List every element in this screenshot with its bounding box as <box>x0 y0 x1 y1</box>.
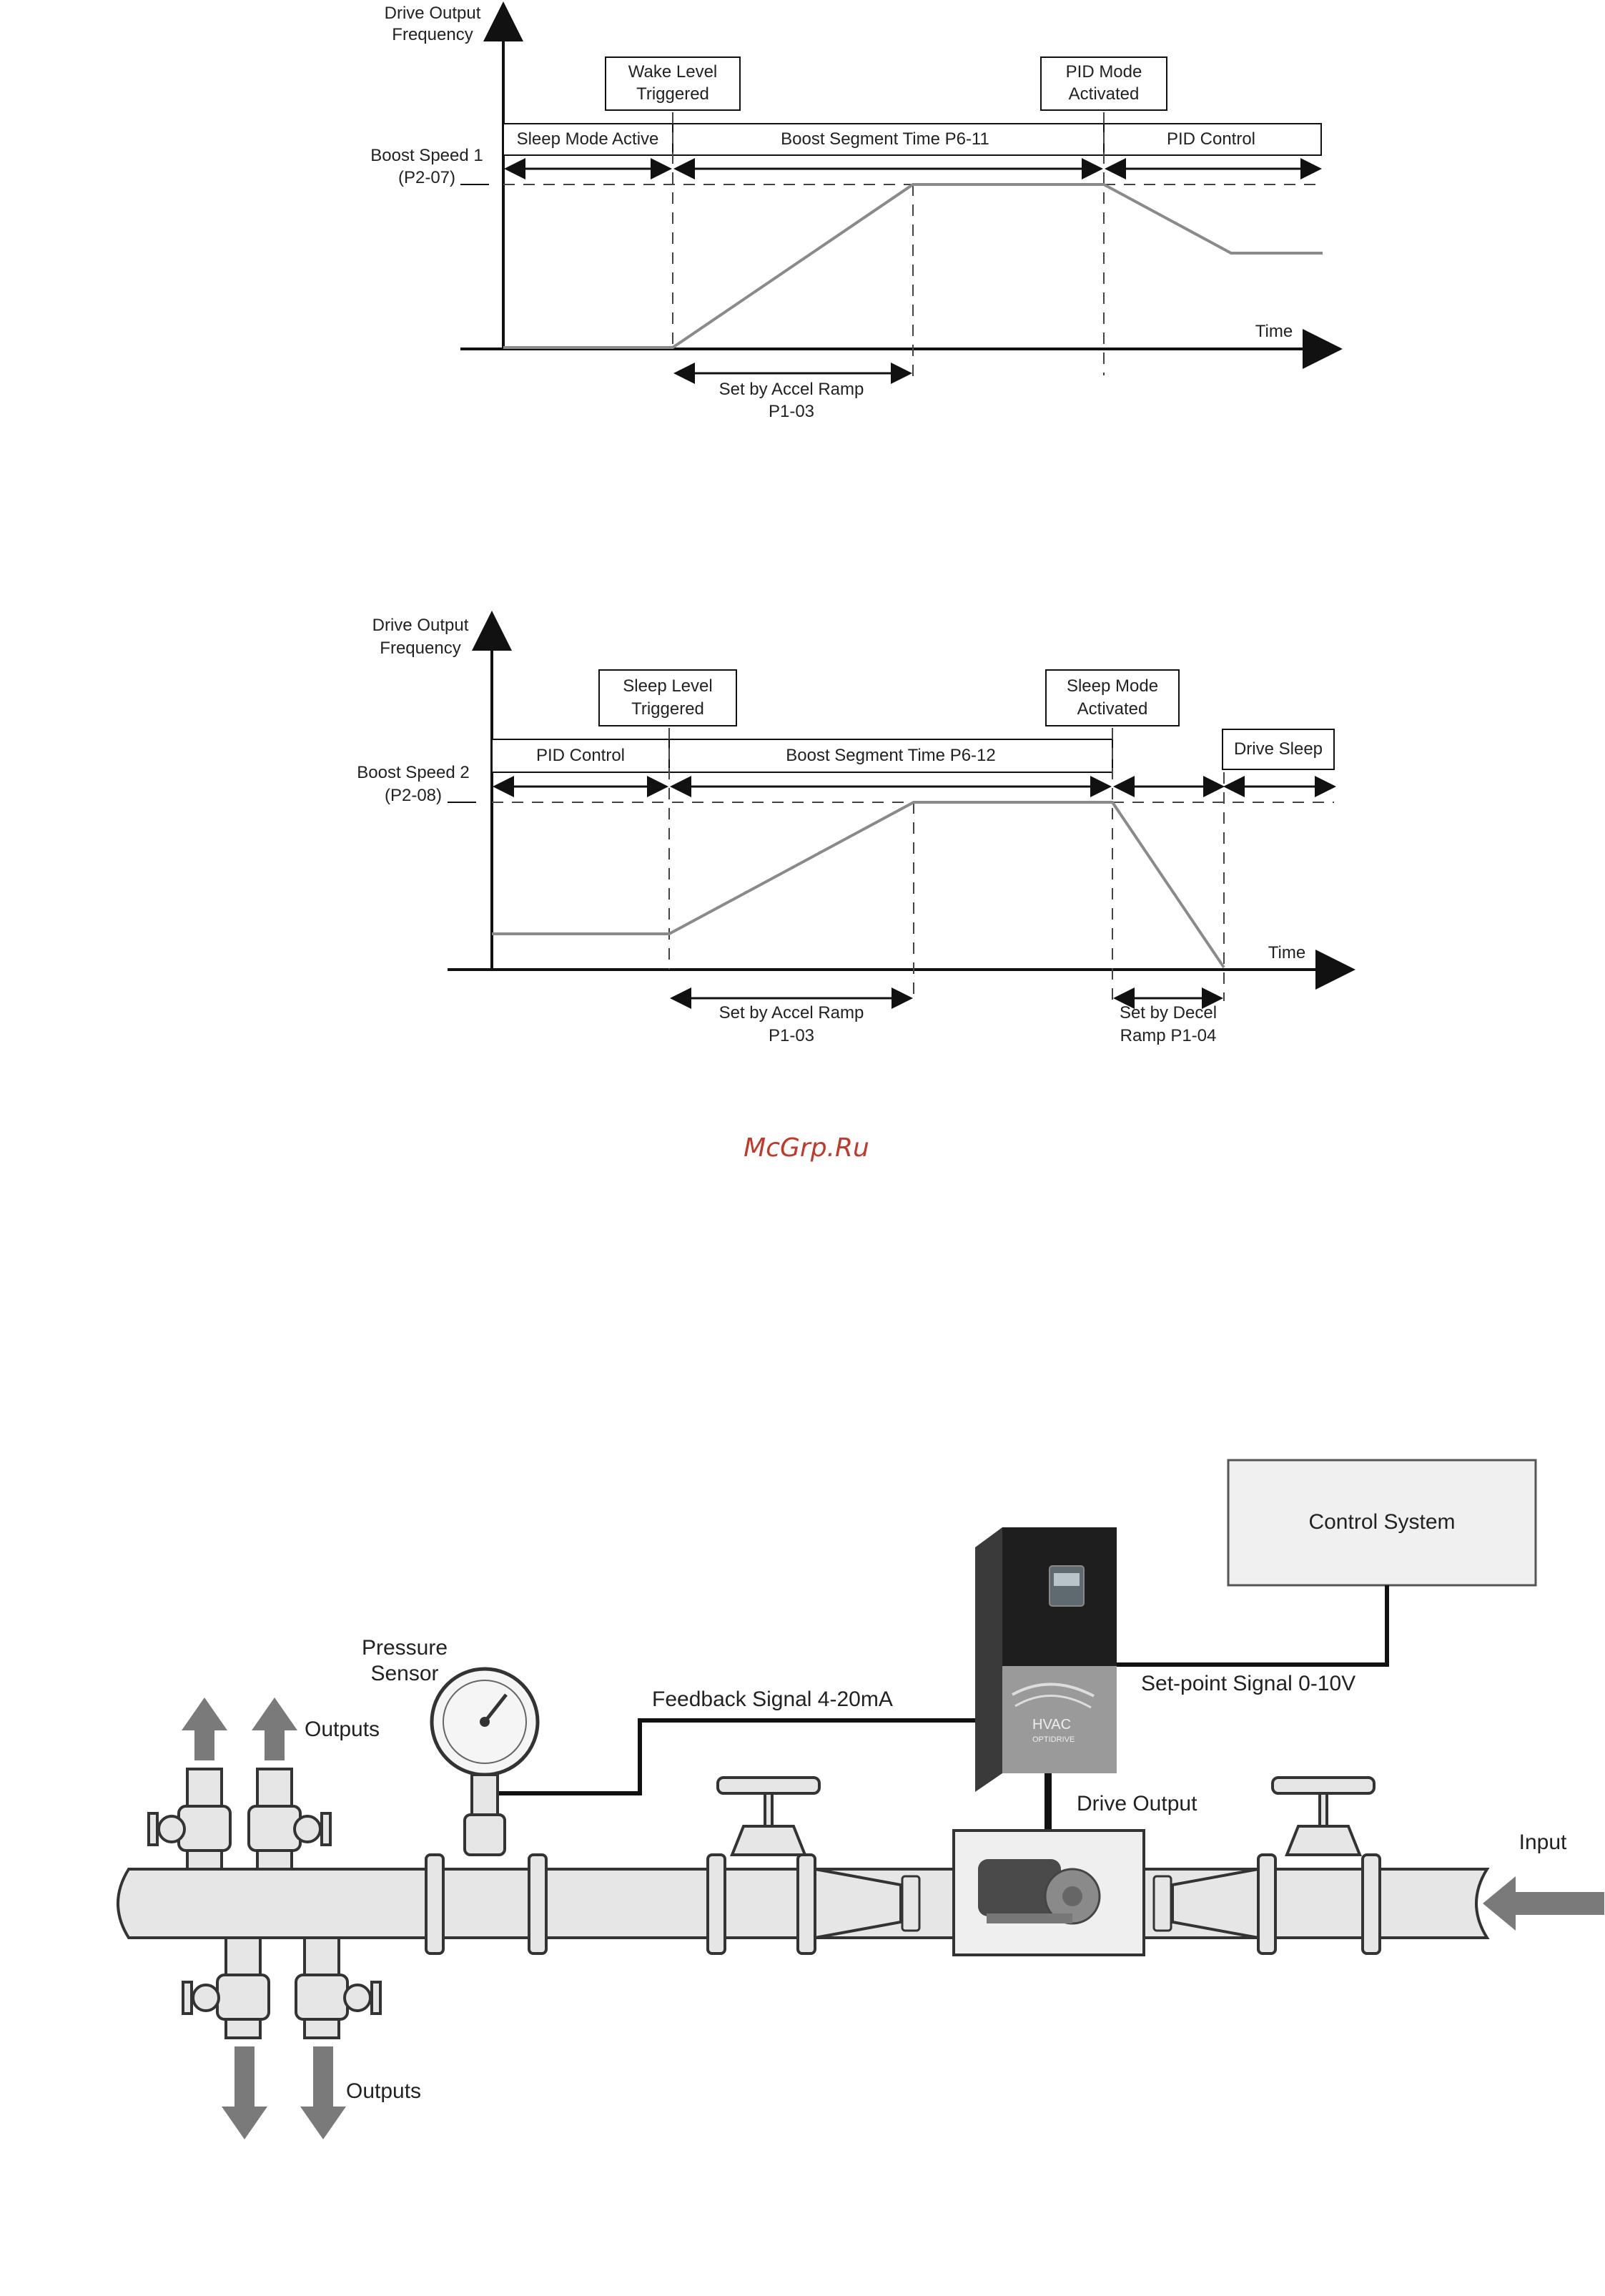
input-label: Input <box>1519 1831 1567 1854</box>
outputs-top-label: Outputs <box>305 1718 380 1741</box>
x-axis-label: Time <box>1268 943 1305 962</box>
phase-drive-sleep: Drive Sleep <box>1234 739 1323 759</box>
wake-level-text-1: Wake Level <box>628 62 718 82</box>
boost-speed-label: Boost Speed 1 <box>370 146 483 165</box>
gate-valve-outlet <box>716 1776 821 1856</box>
control-system-box <box>1227 1459 1537 1587</box>
phase-boost-segment: Boost Segment Time P6-12 <box>786 746 995 765</box>
sleep-level-text-2: Triggered <box>631 699 704 719</box>
pump-system-diagram: Control System Set-point Signal 0-10V HV… <box>117 1459 1604 2139</box>
outputs-bottom-label: Outputs <box>346 2079 421 2103</box>
sleep-mode-text-2: Activated <box>1077 699 1148 719</box>
y-axis-label-line1: Drive Output <box>385 4 481 23</box>
output-arrow-up-2 <box>252 1698 297 1760</box>
setpoint-signal-label: Set-point Signal 0-10V <box>1141 1672 1355 1695</box>
pid-mode-text-2: Activated <box>1069 84 1140 104</box>
frequency-trace <box>503 183 1323 349</box>
phase-sleep-mode: Sleep Mode Active <box>517 129 659 149</box>
pipe-flanges <box>425 1853 1381 1955</box>
wake-level-text-2: Triggered <box>636 84 709 104</box>
sleep-level-box <box>598 669 737 726</box>
feedback-wire <box>499 1718 975 1795</box>
wake-level-box <box>605 56 741 111</box>
y-axis-label-line1: Drive Output <box>372 616 469 635</box>
pressure-sensor-label-1: Pressure <box>362 1636 448 1660</box>
drive-output-label: Drive Output <box>1077 1792 1197 1815</box>
accel-ramp-label-1: Set by Accel Ramp <box>719 1003 864 1023</box>
gate-valve-inlet <box>1271 1776 1376 1856</box>
sleep-mode-box <box>1045 669 1180 726</box>
accel-ramp-label-2: P1-03 <box>769 1026 814 1045</box>
watermark: McGrp.Ru <box>744 1133 869 1163</box>
phase-bar <box>491 739 1113 773</box>
timing-diagram-wake: Drive Output Frequency Boost Speed 1 (P2… <box>370 1 1343 421</box>
accel-ramp-label-2: P1-03 <box>769 402 814 421</box>
bottom-output-branches <box>182 1936 382 2039</box>
feedback-signal-label: Feedback Signal 4-20mA <box>652 1687 893 1711</box>
sleep-mode-text-1: Sleep Mode <box>1067 676 1158 696</box>
input-arrow <box>1483 1876 1604 1931</box>
drive-unit: HVAC OPTIDRIVE <box>975 1527 1117 1792</box>
y-axis-label-line2: Frequency <box>392 25 473 44</box>
timing-diagram-sleep: Drive Output Frequency Boost Speed 2 (P2… <box>357 611 1355 1045</box>
x-axis-label: Time <box>1255 322 1293 341</box>
pid-mode-box <box>1040 56 1167 111</box>
output-arrow-down-2 <box>300 2046 346 2139</box>
phase-pid-control: PID Control <box>536 746 625 765</box>
decel-ramp-label-2: Ramp P1-04 <box>1120 1026 1217 1045</box>
boost-speed-param: (P2-08) <box>385 786 442 805</box>
output-arrow-up-1 <box>182 1698 227 1760</box>
output-arrow-down-1 <box>222 2046 267 2139</box>
phase-pid-control: PID Control <box>1167 129 1255 149</box>
y-axis-label-line2: Frequency <box>380 639 460 658</box>
pressure-sensor-label-2: Sensor <box>370 1662 438 1685</box>
pump-motor <box>978 1859 1101 1925</box>
phase-boost-segment: Boost Segment Time P6-11 <box>781 129 989 149</box>
decel-ramp-label-1: Set by Decel <box>1120 1003 1217 1023</box>
control-system-label: Control System <box>1308 1510 1455 1534</box>
drive-logo-line1: HVAC <box>1032 1717 1071 1733</box>
accel-ramp-label-1: Set by Accel Ramp <box>719 380 864 399</box>
boost-speed-param: (P2-07) <box>398 168 455 187</box>
frequency-trace <box>492 801 1225 969</box>
pid-mode-text-1: PID Mode <box>1066 62 1142 82</box>
phase-bar <box>503 123 1322 156</box>
pressure-gauge <box>430 1667 540 1856</box>
top-output-branches <box>147 1768 332 1871</box>
sleep-level-text-1: Sleep Level <box>623 676 712 696</box>
boost-speed-label: Boost Speed 2 <box>357 763 469 782</box>
setpoint-wire <box>1115 1585 1389 1667</box>
drive-sleep-box <box>1222 729 1335 770</box>
drive-logo-line2: OPTIDRIVE <box>1032 1735 1075 1744</box>
